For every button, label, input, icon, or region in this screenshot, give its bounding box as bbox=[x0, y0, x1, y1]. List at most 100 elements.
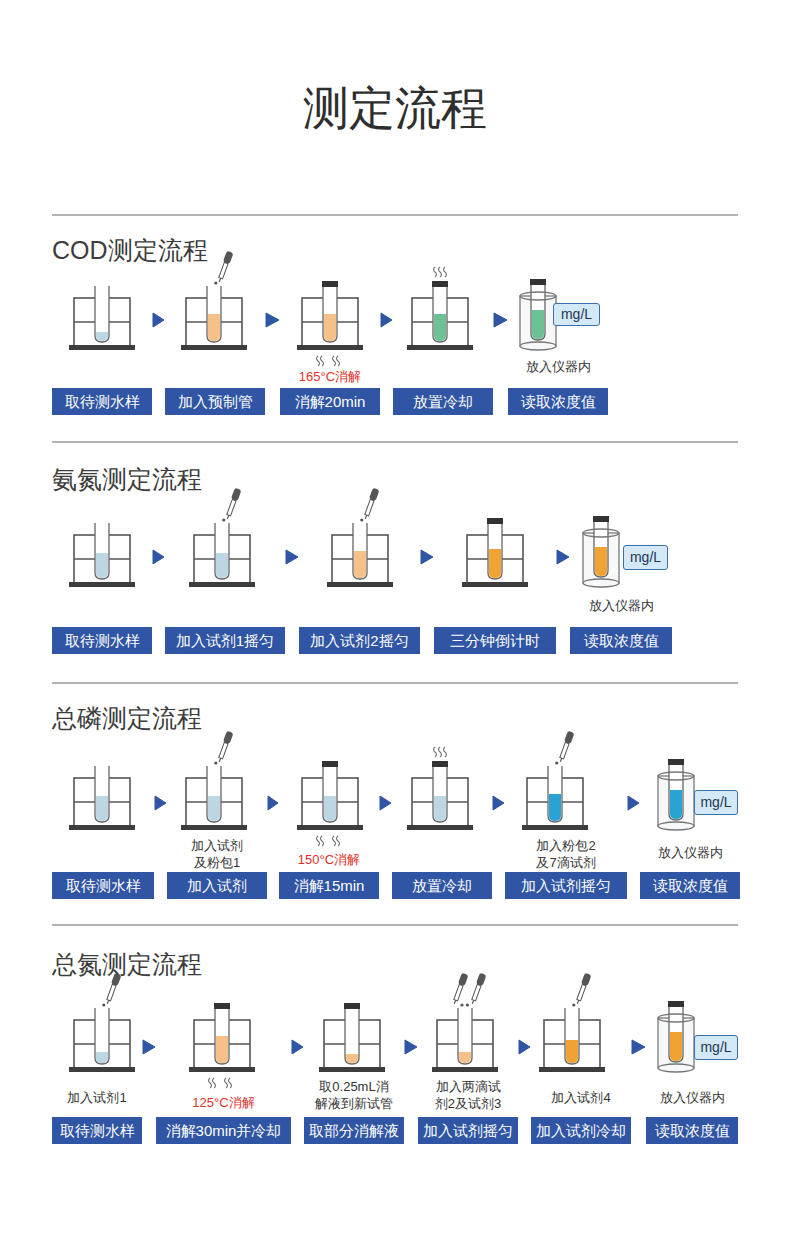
step-label: 三分钟倒计时 bbox=[434, 627, 556, 654]
test-tube bbox=[433, 286, 447, 342]
tube-cap bbox=[432, 281, 448, 287]
process-step: 加入试剂2摇匀 bbox=[299, 495, 420, 654]
tube-cap bbox=[593, 516, 609, 522]
rack-base bbox=[407, 825, 473, 830]
instrument-base bbox=[520, 342, 556, 350]
liquid bbox=[216, 1036, 228, 1063]
tube-cap bbox=[668, 759, 684, 765]
step-label: 取待测水样 bbox=[52, 627, 152, 654]
liquid bbox=[549, 794, 561, 821]
step-caption: 加入试剂 及粉包1 bbox=[177, 837, 257, 871]
wave bbox=[337, 356, 340, 366]
wave bbox=[317, 356, 320, 366]
step-label: 加入试剂1摇匀 bbox=[165, 627, 285, 654]
test-tube bbox=[215, 523, 229, 579]
test-tube bbox=[433, 766, 447, 822]
test-tube bbox=[548, 766, 562, 822]
step-caption: 加入两滴试 剂2及试剂3 bbox=[424, 1078, 512, 1112]
rack-base bbox=[69, 582, 135, 587]
section-heading: COD测定流程 bbox=[52, 234, 208, 267]
step-label: 读取浓度值 bbox=[646, 1117, 738, 1144]
instrument-rim bbox=[583, 529, 619, 537]
wave bbox=[439, 267, 442, 277]
liquid bbox=[96, 332, 108, 341]
rack-base bbox=[522, 825, 588, 830]
wave bbox=[209, 1078, 212, 1088]
process-step: 取待测水样 bbox=[52, 738, 154, 899]
liquid bbox=[324, 314, 336, 341]
flow-arrow bbox=[266, 313, 279, 327]
process-step: 取待测水样 bbox=[52, 495, 152, 654]
rack-base bbox=[69, 345, 135, 350]
flow-arrow bbox=[628, 796, 639, 810]
drop bbox=[466, 1003, 469, 1006]
liquid bbox=[489, 549, 501, 578]
drop bbox=[214, 761, 217, 764]
drop bbox=[102, 1003, 105, 1006]
drop bbox=[572, 1003, 575, 1006]
step-label: 读取浓度值 bbox=[640, 872, 740, 899]
step-label: 加入预制管 bbox=[165, 388, 265, 415]
instrument-base bbox=[658, 1064, 694, 1072]
step-caption: 125°C消解 bbox=[192, 1094, 254, 1111]
step-label: 加入试剂2摇匀 bbox=[299, 627, 420, 654]
step-label: 放置冷却 bbox=[392, 872, 492, 899]
step-label: 加入试剂摇匀 bbox=[418, 1117, 518, 1144]
unit-text: mg/L bbox=[700, 1039, 731, 1055]
liquid bbox=[208, 796, 220, 821]
test-tube bbox=[95, 286, 109, 342]
tube-cap bbox=[668, 1001, 684, 1007]
dropper bbox=[216, 731, 234, 763]
instrument-rim bbox=[658, 772, 694, 780]
liquid bbox=[346, 1054, 358, 1063]
dropper bbox=[216, 251, 234, 283]
rack-base bbox=[181, 825, 247, 830]
step-caption: 放入仪器内 bbox=[660, 1089, 725, 1106]
instrument-rim bbox=[658, 1014, 694, 1022]
process-step: 加入粉包2 及7滴试剂加入试剂摇匀 bbox=[505, 738, 627, 899]
step-caption: 加入试剂4 bbox=[551, 1089, 610, 1106]
process-step: 加入预制管 bbox=[165, 262, 265, 415]
divider bbox=[52, 682, 738, 683]
step-caption: 加入试剂1 bbox=[67, 1089, 126, 1106]
process-step: 放入仪器内读取浓度值 mg/L bbox=[646, 982, 738, 1144]
test-tube bbox=[458, 1008, 472, 1064]
unit-text: mg/L bbox=[561, 306, 592, 322]
wave bbox=[213, 1078, 216, 1088]
section-heading: 总氮测定流程 bbox=[52, 948, 202, 981]
wave bbox=[444, 747, 447, 757]
rack-base bbox=[319, 1067, 385, 1072]
test-tube bbox=[207, 286, 221, 342]
rack-base bbox=[407, 345, 473, 350]
unit-box: mg/L bbox=[694, 790, 738, 815]
test-tube bbox=[95, 523, 109, 579]
test-tube bbox=[353, 523, 367, 579]
flow-arrow bbox=[405, 1040, 417, 1054]
liquid bbox=[532, 310, 544, 339]
flow-arrow bbox=[153, 550, 164, 564]
wave bbox=[439, 747, 442, 757]
wave bbox=[333, 356, 336, 366]
process-step: 放入仪器内读取浓度值mg/L bbox=[508, 262, 608, 415]
drop bbox=[214, 281, 217, 284]
step-label: 消解15min bbox=[279, 872, 379, 899]
wave bbox=[317, 836, 320, 846]
divider bbox=[52, 924, 738, 925]
flow-arrow bbox=[268, 796, 278, 810]
wave bbox=[229, 1078, 232, 1088]
wave bbox=[333, 836, 336, 846]
flow-arrow bbox=[380, 796, 391, 810]
flow-arrow bbox=[381, 313, 392, 327]
process-step: 放入仪器内读取浓度值mg/L bbox=[570, 495, 672, 654]
flow-arrow bbox=[286, 550, 298, 564]
tube-cap bbox=[344, 1003, 360, 1009]
dropper bbox=[574, 973, 592, 1005]
wave bbox=[225, 1078, 228, 1088]
liquid bbox=[208, 314, 220, 341]
step-label: 读取浓度值 bbox=[508, 388, 608, 415]
wave bbox=[321, 356, 324, 366]
step-label: 放置冷却 bbox=[393, 388, 493, 415]
process-step: 加入试剂 及粉包1加入试剂 bbox=[167, 738, 267, 899]
liquid bbox=[216, 553, 228, 578]
